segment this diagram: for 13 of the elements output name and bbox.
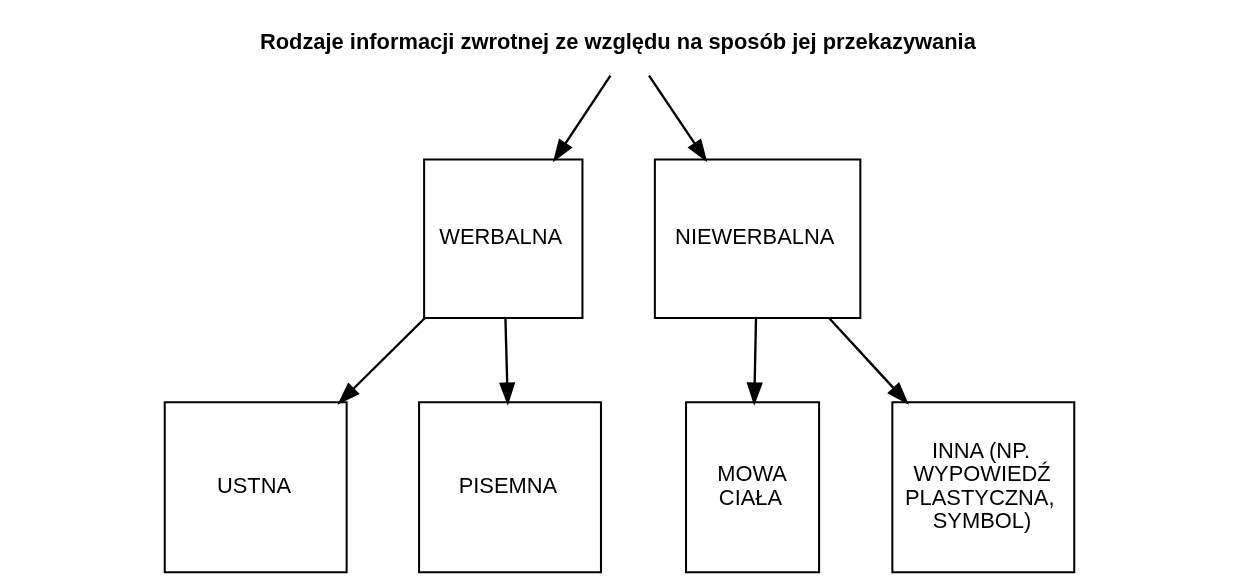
arrow — [648, 75, 708, 163]
node-box: INNA (NP. WYPOWIEDŹ PLASTYCZNA, SYMBOL) — [891, 401, 1076, 574]
arrow — [746, 317, 763, 406]
arrow — [499, 317, 516, 406]
arrow — [337, 317, 426, 405]
arrow — [828, 317, 909, 405]
node-text: Rodzaje informacji zwrotnej ze względu na sposób jej przekazywania — [259, 29, 976, 55]
arrow — [552, 75, 612, 163]
node-box: NIEWERBALNA — [653, 158, 862, 319]
node-box: MOWA CIAŁA — [685, 401, 821, 574]
node-box: WERBALNA — [423, 158, 584, 319]
node-box: USTNA — [163, 401, 348, 574]
node-box: PISEMNA — [418, 401, 602, 574]
